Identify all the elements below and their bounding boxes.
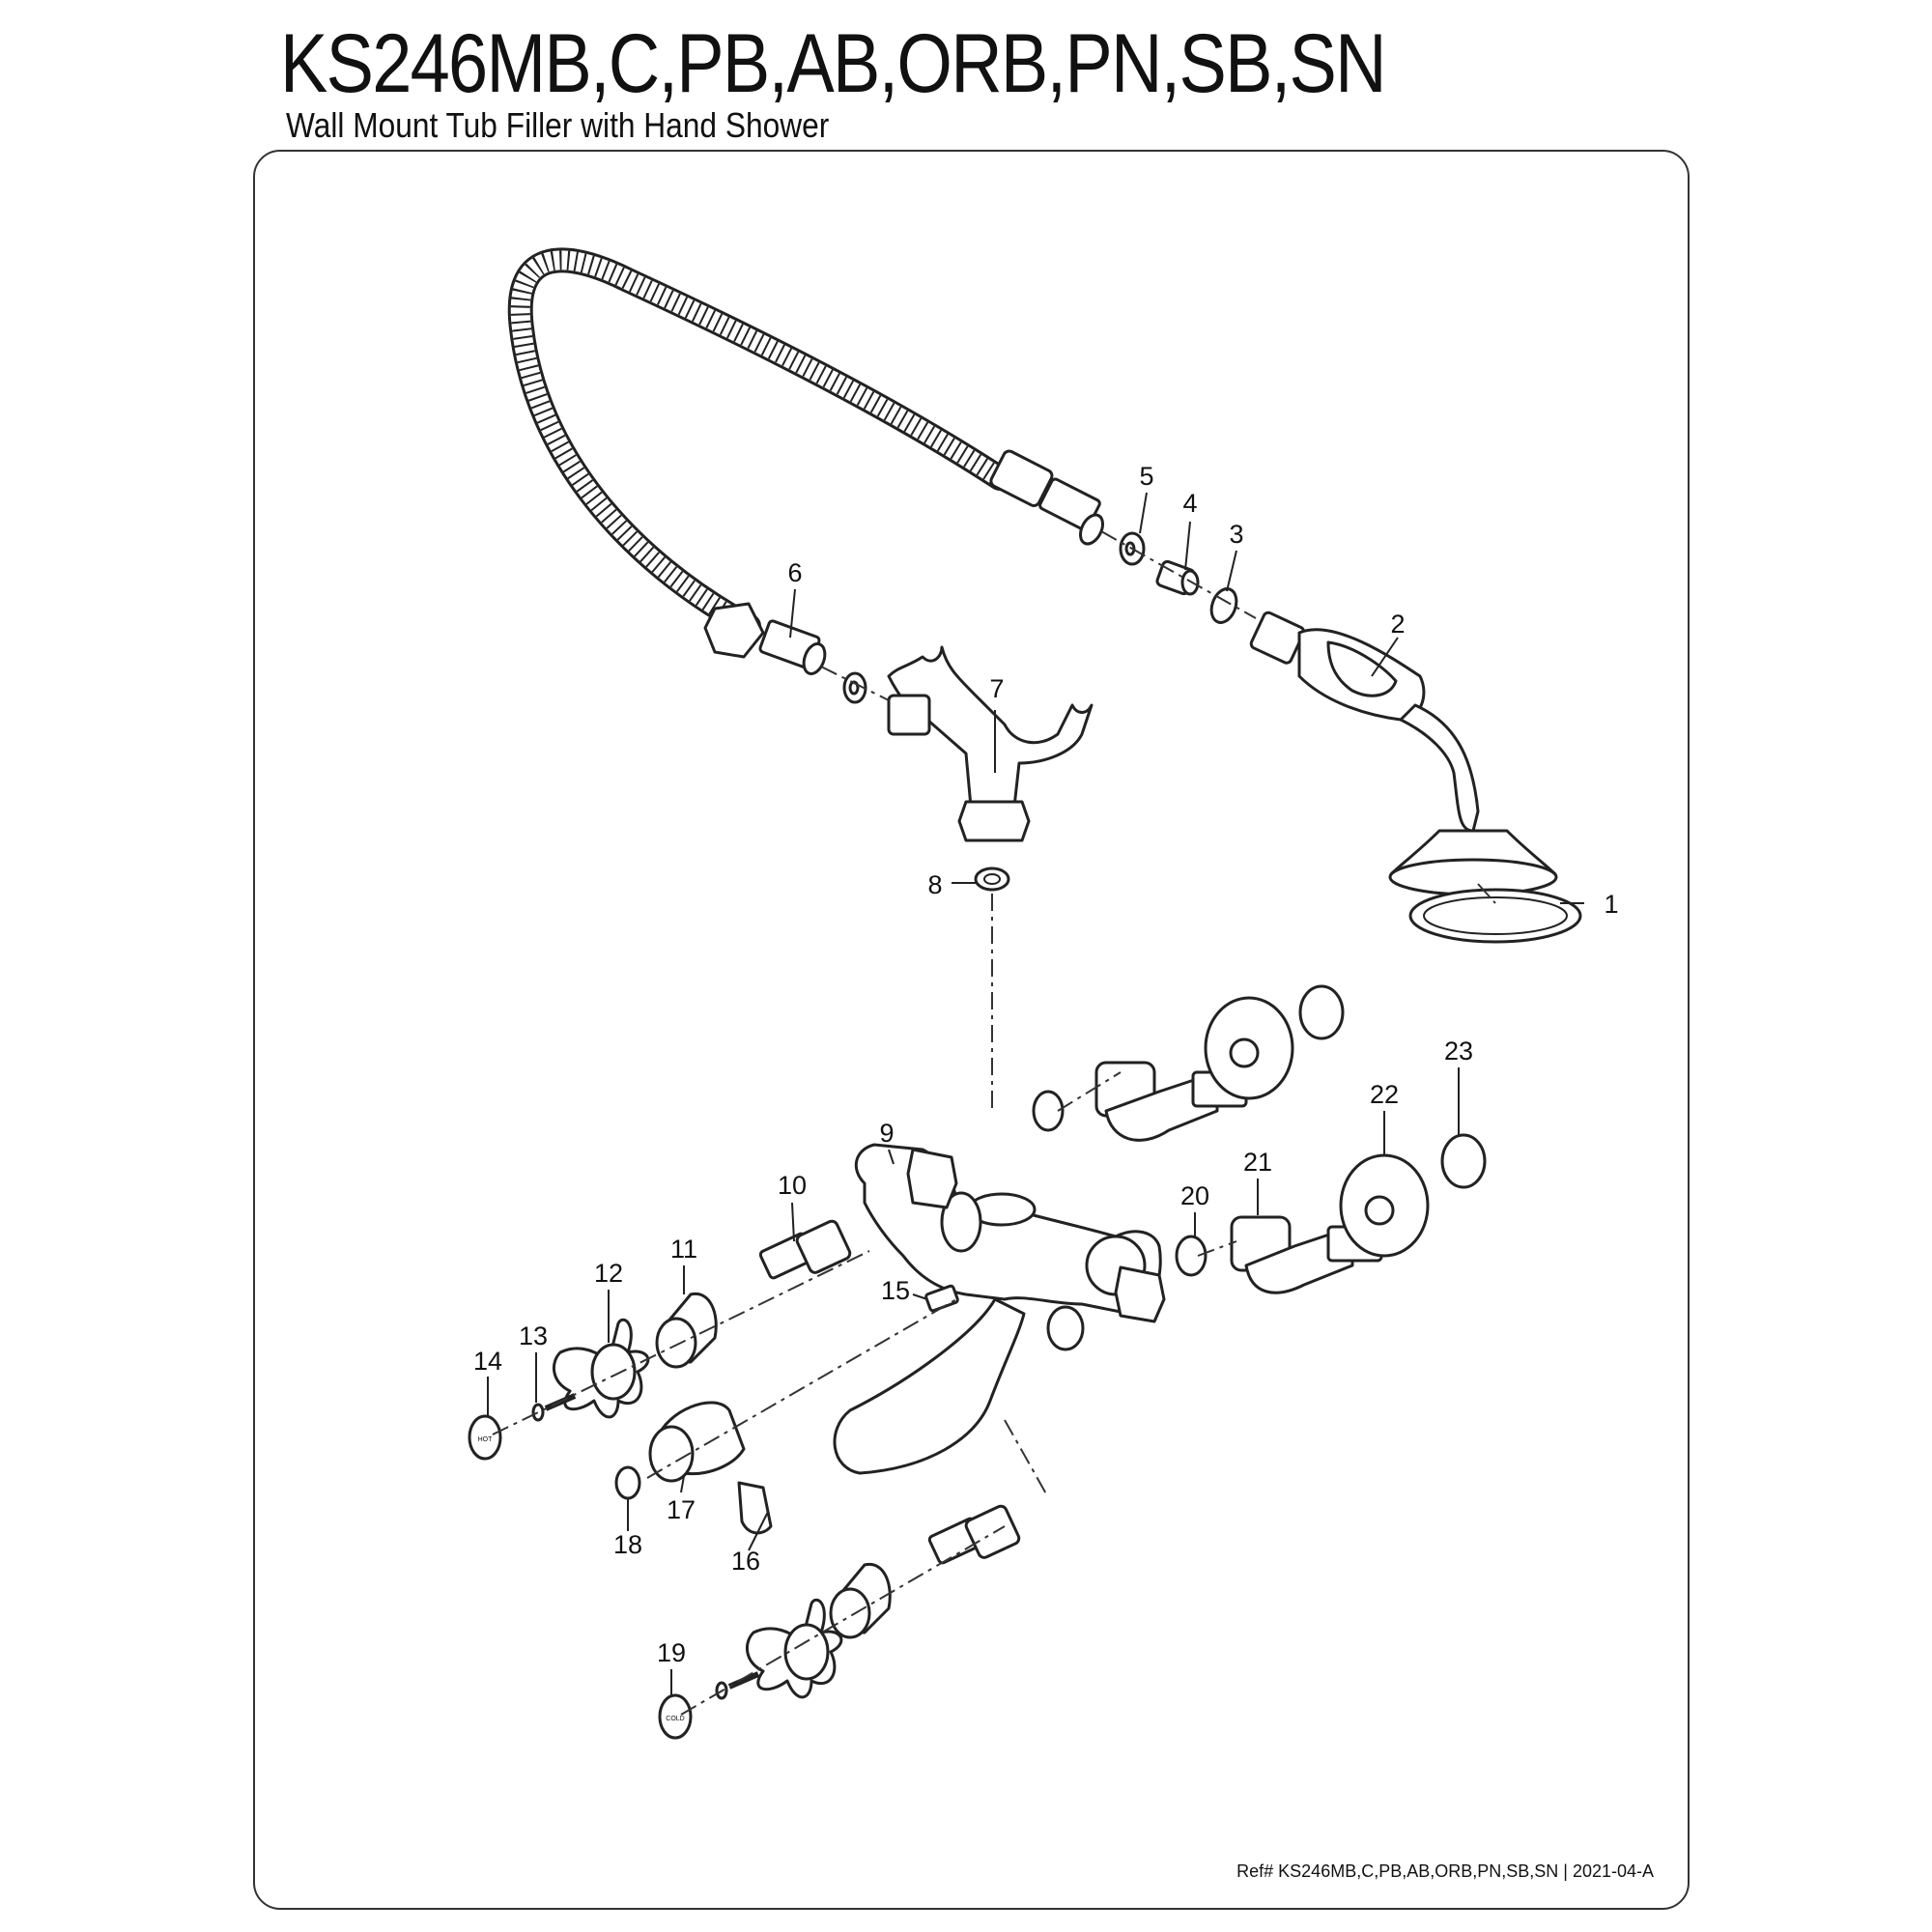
callout-22: 22 [1370, 1080, 1399, 1109]
washer-8 [974, 867, 1010, 892]
hand-shower [1249, 611, 1558, 896]
callout-14: 14 [473, 1347, 502, 1376]
faucet-body-9 [854, 1143, 1166, 1351]
hot-cap-label: HOT [478, 1436, 494, 1443]
callout-1: 1 [1604, 890, 1618, 919]
callout-20: 20 [1180, 1181, 1209, 1210]
diverter-knob-17 [648, 1401, 746, 1483]
spray-face-ring-1 [1408, 888, 1582, 944]
o-ring-3 [1209, 587, 1238, 624]
callout-12: 12 [594, 1259, 623, 1288]
callout-18: 18 [613, 1530, 642, 1559]
callout-11: 11 [670, 1235, 697, 1264]
callout-2: 2 [1390, 610, 1405, 639]
callout-16: 16 [731, 1547, 760, 1576]
nut-20 [1175, 1235, 1208, 1277]
flange-22 [1339, 1153, 1430, 1258]
callout-23: 23 [1444, 1037, 1473, 1065]
callout-9: 9 [879, 1119, 894, 1148]
spout [833, 1297, 1026, 1475]
sleeve-cold [829, 1562, 892, 1639]
page-title: KS246MB,C,PB,AB,ORB,PN,SB,SN [280, 17, 1387, 110]
cross-handle-cold [745, 1598, 843, 1699]
flange-upper [1204, 996, 1294, 1100]
hand-shower-hook-7 [887, 645, 1094, 842]
callout-4: 4 [1182, 489, 1197, 518]
diverter-lever-16 [737, 1481, 773, 1535]
callout-17: 17 [667, 1495, 696, 1524]
flexible-hose [507, 247, 1012, 639]
index-cap-cold-19: COLD [658, 1693, 693, 1740]
callout-15: 15 [881, 1276, 910, 1305]
cross-handle-12 [552, 1318, 650, 1419]
callout-13: 13 [519, 1321, 548, 1350]
callout-8: 8 [927, 870, 942, 899]
cartridge-cold [927, 1504, 1021, 1565]
reference-footer: Ref# KS246MB,C,PB,AB,ORB,PN,SB,SN | 2021… [1236, 1861, 1654, 1881]
screw-cold [715, 1671, 760, 1700]
callout-5: 5 [1139, 462, 1153, 491]
callout-7: 7 [989, 674, 1004, 703]
cold-cap-label: COLD [666, 1716, 684, 1722]
ring-upper [1298, 984, 1345, 1040]
hose-end-fitting-top [989, 449, 1104, 546]
nut-upper [1032, 1090, 1065, 1132]
callout-19: 19 [657, 1638, 686, 1667]
diagram-frame [253, 150, 1690, 1910]
index-cap-hot-14: HOT [468, 1414, 502, 1461]
diverter-button-18 [614, 1465, 641, 1500]
callout-10: 10 [778, 1171, 807, 1200]
cartridge-10 [758, 1219, 852, 1280]
callout-3: 3 [1229, 520, 1243, 549]
callout-6: 6 [787, 558, 802, 587]
callout-21: 21 [1243, 1148, 1272, 1177]
page-subtitle: Wall Mount Tub Filler with Hand Shower [286, 105, 830, 145]
hose-end-fitting-bottom [703, 602, 827, 675]
ring-23 [1440, 1133, 1487, 1189]
